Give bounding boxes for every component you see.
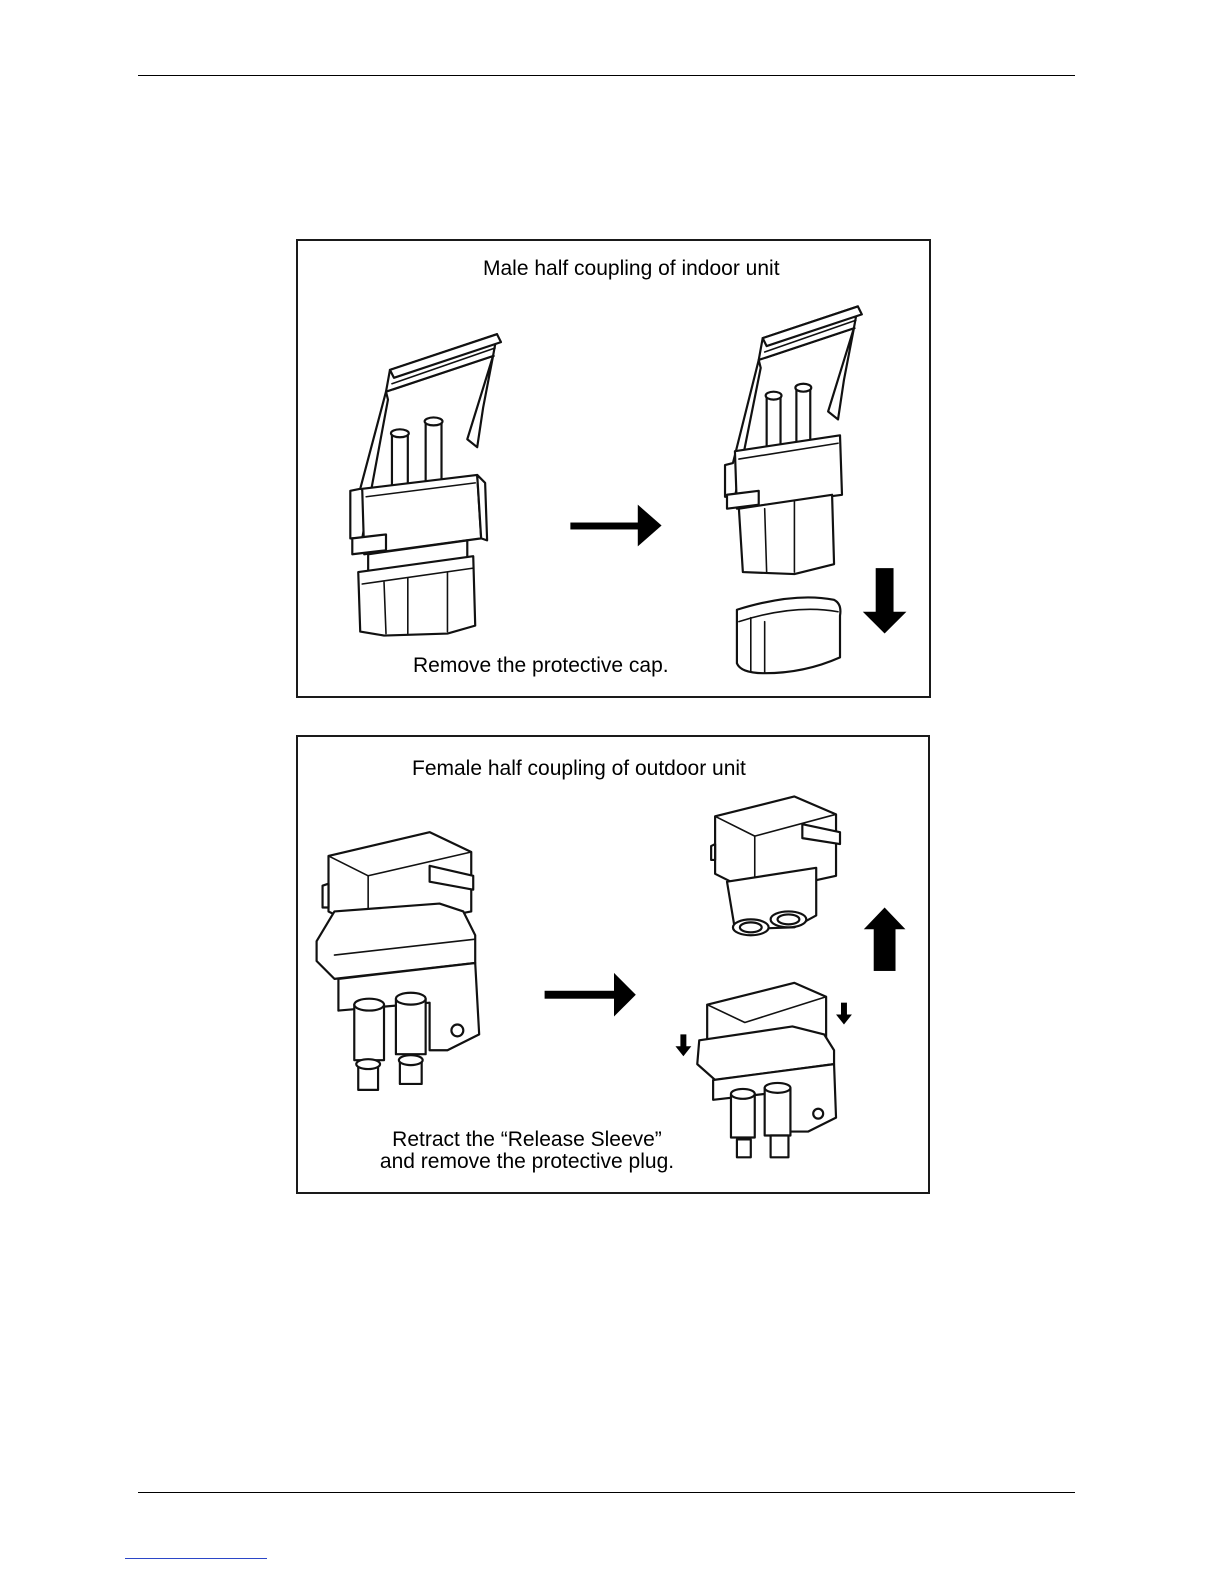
- arrow-up-icon: [864, 908, 906, 971]
- male-panel-caption: Remove the protective cap.: [413, 655, 669, 677]
- header-rule: [138, 75, 1075, 76]
- protective-cap-drawing: [737, 597, 840, 673]
- female-panel-title: Female half coupling of outdoor unit: [412, 757, 746, 781]
- female-panel-caption: Retract the “Release Sleeve” and remove …: [370, 1129, 684, 1173]
- male-coupling-with-cap-drawing: [350, 334, 501, 635]
- male-panel-title: Male half coupling of indoor unit: [483, 257, 780, 281]
- footnote-link-underline: [125, 1558, 267, 1559]
- arrow-down-icon: [836, 1003, 852, 1025]
- release-sleeve-drawing: [697, 983, 836, 1157]
- male-coupling-without-cap-drawing: [725, 306, 862, 574]
- female-coupling-figure: Female half coupling of outdoor unit Ret…: [296, 735, 930, 1194]
- female-caption-line-2: and remove the protective plug.: [370, 1151, 684, 1173]
- female-coupling-with-plug-drawing: [317, 832, 480, 1090]
- arrow-right-icon: [545, 973, 636, 1017]
- arrow-down-icon: [675, 1034, 691, 1056]
- male-coupling-figure: Male half coupling of indoor unit Remove…: [296, 239, 931, 698]
- arrow-right-icon: [570, 505, 661, 547]
- male-coupling-drawing: [298, 241, 929, 696]
- female-caption-line-1: Retract the “Release Sleeve”: [370, 1129, 684, 1151]
- footer-rule: [138, 1492, 1075, 1493]
- female-coupling-drawing: [298, 737, 928, 1192]
- arrow-down-icon: [863, 568, 907, 633]
- female-coupling-body-drawing: [711, 796, 840, 935]
